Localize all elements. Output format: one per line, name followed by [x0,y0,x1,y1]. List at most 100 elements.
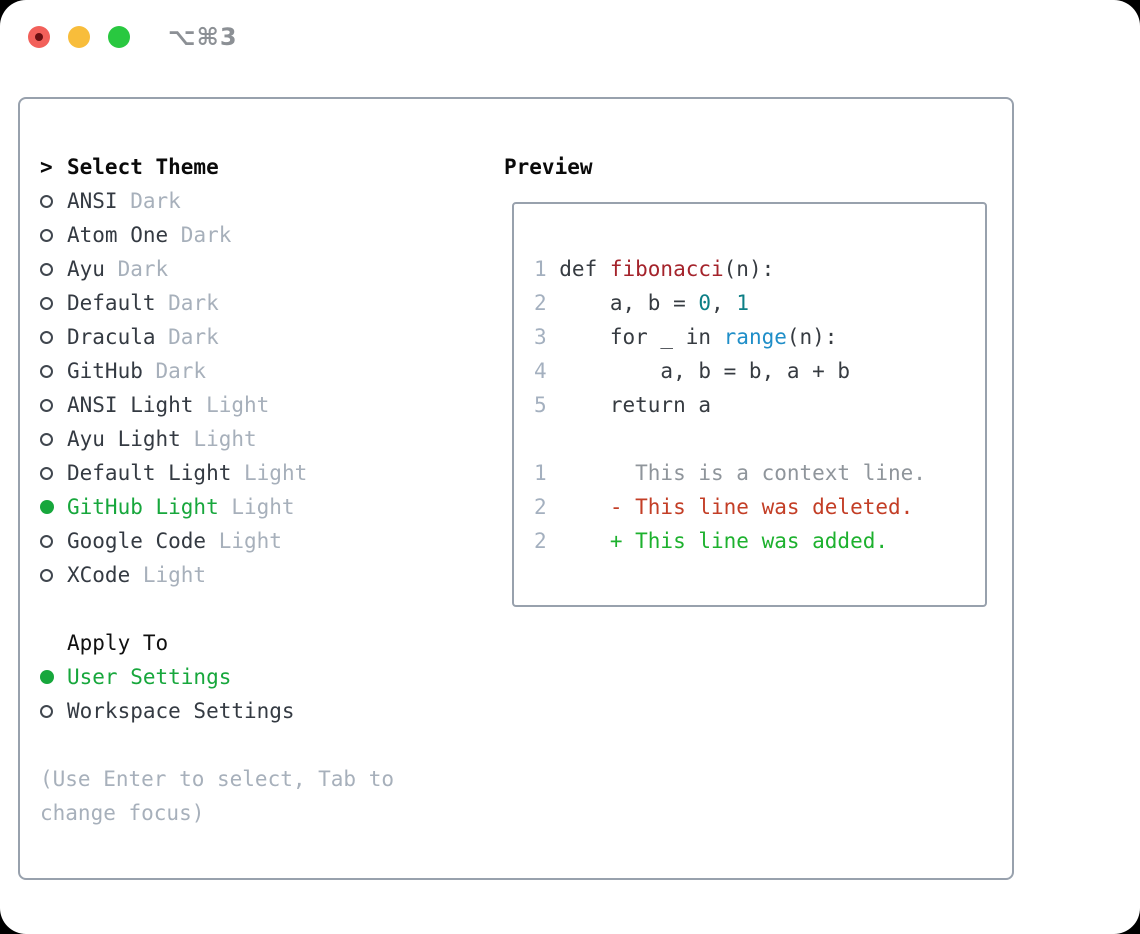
theme-option-atom-one[interactable]: Atom One Dark [40,218,480,252]
radio-unselected-icon [40,296,53,310]
theme-option-default-light[interactable]: Default Light Light [40,456,480,490]
line-number: 3 [534,325,547,349]
apply-to-header-row: Apply To [40,626,480,660]
radio-prefix [40,296,67,310]
radio-prefix [40,398,67,412]
radio-prefix [40,704,67,718]
code-line-5 [534,422,975,456]
theme-option-ansi[interactable]: ANSI Dark [40,184,480,218]
theme-option-google-code[interactable]: Google Code Light [40,524,480,558]
theme-option-xcode[interactable]: XCode Light [40,558,480,592]
radio-unselected-icon [40,330,53,344]
theme-variant: Light [206,529,282,553]
radio-unselected-icon [40,228,53,242]
keyboard-hint: (Use Enter to select, Tab to change focu… [40,767,395,825]
radio-unselected-icon [40,432,53,446]
select-theme-header-row: > Select Theme [40,150,480,184]
preview-header: Preview [504,155,593,179]
radio-prefix [40,364,67,378]
radio-unselected-icon [40,704,53,718]
theme-option-ansi-light[interactable]: ANSI Light Light [40,388,480,422]
theme-name: Default [67,291,156,315]
code-line-7: 2 - This line was deleted. [534,490,975,524]
theme-name: Ayu [67,257,105,281]
code-line-1: 2 a, b = 0, 1 [534,286,975,320]
radio-prefix [40,228,67,242]
line-number: 4 [534,359,547,383]
apply-option-user-settings[interactable]: User Settings [40,660,480,694]
theme-name: Default Light [67,461,232,485]
line-number: 2 [534,529,547,553]
theme-option-github[interactable]: GitHub Dark [40,354,480,388]
theme-variant: Dark [155,291,219,315]
apply-option-workspace-settings[interactable]: Workspace Settings [40,694,480,728]
radio-prefix [40,466,67,480]
radio-prefix [40,534,67,548]
code-segment: fibonacci [609,257,724,281]
code-segment: 1 [736,291,749,315]
theme-name: Google Code [67,529,207,553]
theme-variant: Light [193,393,270,417]
theme-variant: Dark [168,223,232,247]
radio-unselected-icon [40,194,53,208]
theme-option-ayu-light[interactable]: Ayu Light Light [40,422,480,456]
theme-name: Atom One [67,223,169,247]
theme-option-default[interactable]: Default Dark [40,286,480,320]
code-segment: (n): [723,257,775,281]
theme-name: ANSI [67,189,118,213]
code-segment: + This line was added. [559,529,889,553]
radio-prefix [40,568,67,582]
theme-name: ANSI Light [67,393,194,417]
theme-variant: Dark [155,325,219,349]
code-segment: return a [559,393,711,417]
theme-option-ayu[interactable]: Ayu Dark [40,252,480,286]
minimize-button[interactable] [68,26,90,48]
zoom-button[interactable] [108,26,130,48]
code-line-4: 5 return a [534,388,975,422]
line-number: 5 [534,393,547,417]
radio-prefix [40,262,67,276]
theme-name: GitHub [67,359,143,383]
radio-selected-icon [40,500,54,514]
radio-prefix [40,500,67,514]
select-theme-header: Select Theme [67,155,219,179]
radio-unselected-icon [40,534,53,548]
code-segment: a, b = [559,291,699,315]
radio-selected-icon [40,670,54,684]
theme-variant: Light [218,495,295,519]
code-line-3: 4 a, b = b, a + b [534,354,975,388]
theme-variant: Dark [117,189,181,213]
theme-name: XCode [67,563,131,587]
apply-to-header: Apply To [67,631,169,655]
apply-option-label: User Settings [67,665,232,689]
spacer [40,592,480,626]
radio-prefix [40,330,67,344]
code-line-8: 2 + This line was added. [534,524,975,558]
radio-unselected-icon [40,568,53,582]
close-button[interactable] [28,26,50,48]
radio-prefix [40,432,67,446]
preview-header-row: Preview [504,150,593,184]
code-segment: a, b = b, a + b [559,359,851,383]
code-segment: for _ in [559,325,724,349]
line-number: 1 [534,461,547,485]
code-segment: This is a context line. [559,461,926,485]
line-number: 2 [534,495,547,519]
radio-unselected-icon [40,466,53,480]
theme-option-dracula[interactable]: Dracula Dark [40,320,480,354]
radio-prefix [40,670,67,684]
theme-name: Ayu Light [67,427,181,451]
radio-unselected-icon [40,364,53,378]
code-segment: - This line was deleted. [559,495,914,519]
code-line-2: 3 for _ in range(n): [534,320,975,354]
code-segment: (n): [786,325,838,349]
theme-variant: Light [231,461,308,485]
theme-variant: Dark [142,359,207,383]
code-segment: range [723,325,787,349]
theme-option-github-light[interactable]: GitHub Light Light [40,490,480,524]
